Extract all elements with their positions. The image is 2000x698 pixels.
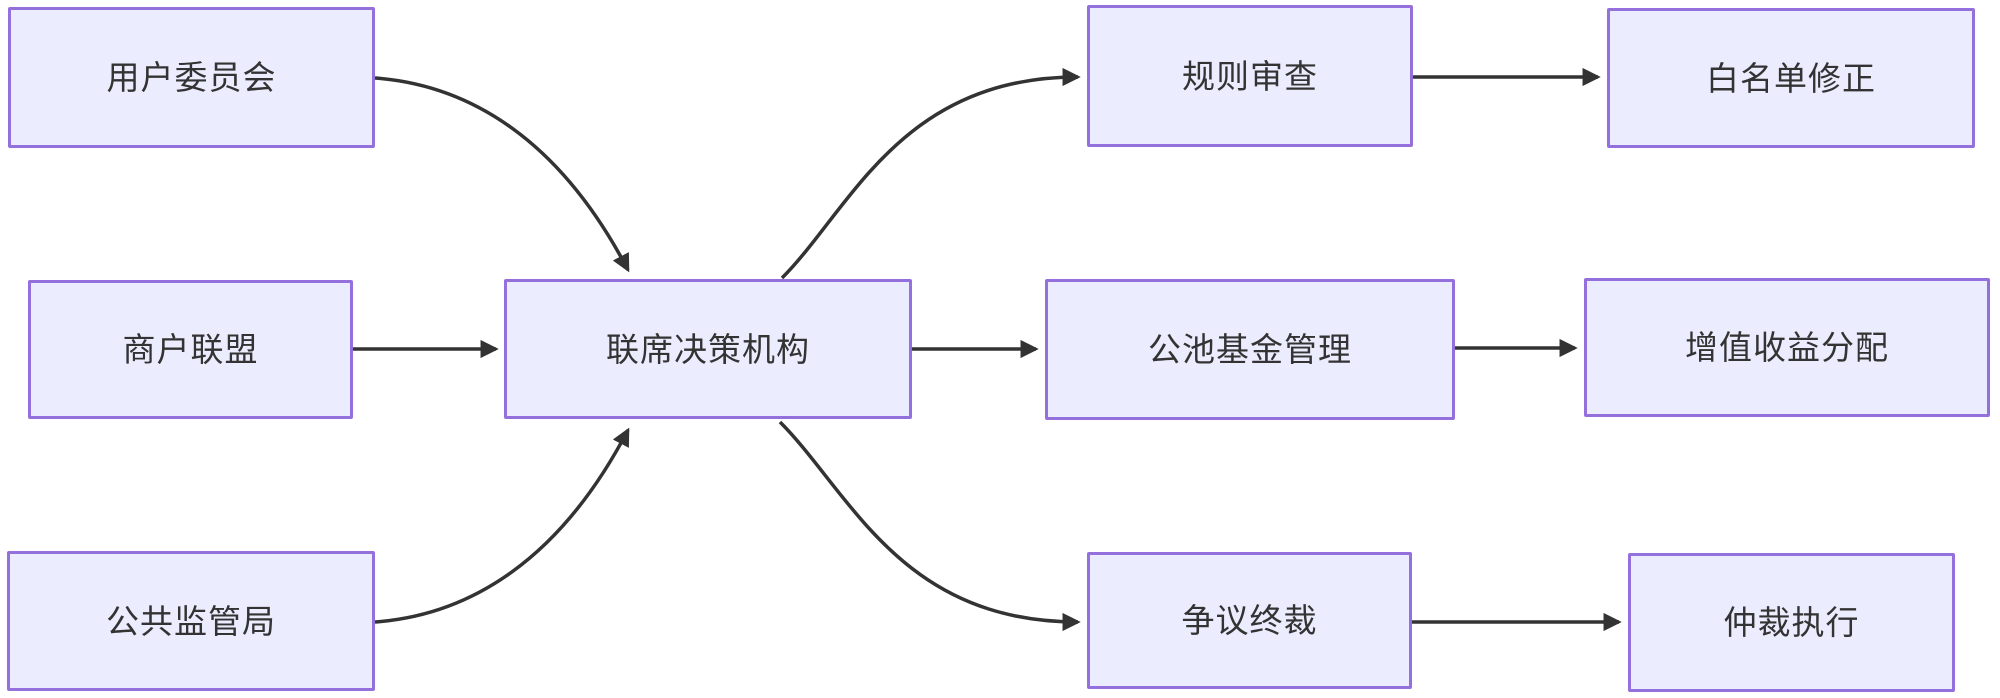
node-arbitration-execution-label: 仲裁执行 — [1723, 604, 1860, 641]
node-arbitration-execution: 仲裁执行 — [1628, 553, 1955, 692]
node-merchant-alliance-label: 商户联盟 — [122, 331, 259, 368]
node-rule-review-label: 规则审查 — [1182, 57, 1318, 95]
node-pool-fund-management: 公池基金管理 — [1045, 279, 1455, 420]
node-joint-decision-body-label: 联席决策机构 — [606, 330, 810, 368]
edge-public-regulator-to-joint-decision-body — [374, 427, 630, 624]
node-joint-decision-body: 联席决策机构 — [504, 279, 912, 419]
node-dispute-arbitration: 争议终裁 — [1087, 552, 1412, 689]
node-dispute-arbitration-label: 争议终裁 — [1181, 602, 1318, 639]
node-user-committee-label: 用户委员会 — [106, 59, 277, 96]
node-revenue-distribution-label: 增值收益分配 — [1685, 329, 1889, 366]
node-user-committee: 用户委员会 — [8, 7, 375, 148]
node-public-regulator: 公共监管局 — [7, 551, 375, 691]
node-rule-review: 规则审查 — [1087, 5, 1413, 147]
node-whitelist-correction: 白名单修正 — [1607, 8, 1975, 148]
node-public-regulator-label: 公共监管局 — [106, 602, 276, 640]
node-merchant-alliance: 商户联盟 — [28, 280, 353, 419]
edge-user-committee-to-joint-decision-body — [374, 76, 630, 273]
edge-joint-decision-body-to-dispute-arbitration — [778, 420, 1081, 632]
node-whitelist-correction-label: 白名单修正 — [1706, 59, 1876, 97]
edge-joint-decision-body-to-rule-review — [780, 67, 1081, 280]
node-revenue-distribution: 增值收益分配 — [1584, 278, 1990, 417]
node-pool-fund-management-label: 公池基金管理 — [1148, 331, 1352, 368]
